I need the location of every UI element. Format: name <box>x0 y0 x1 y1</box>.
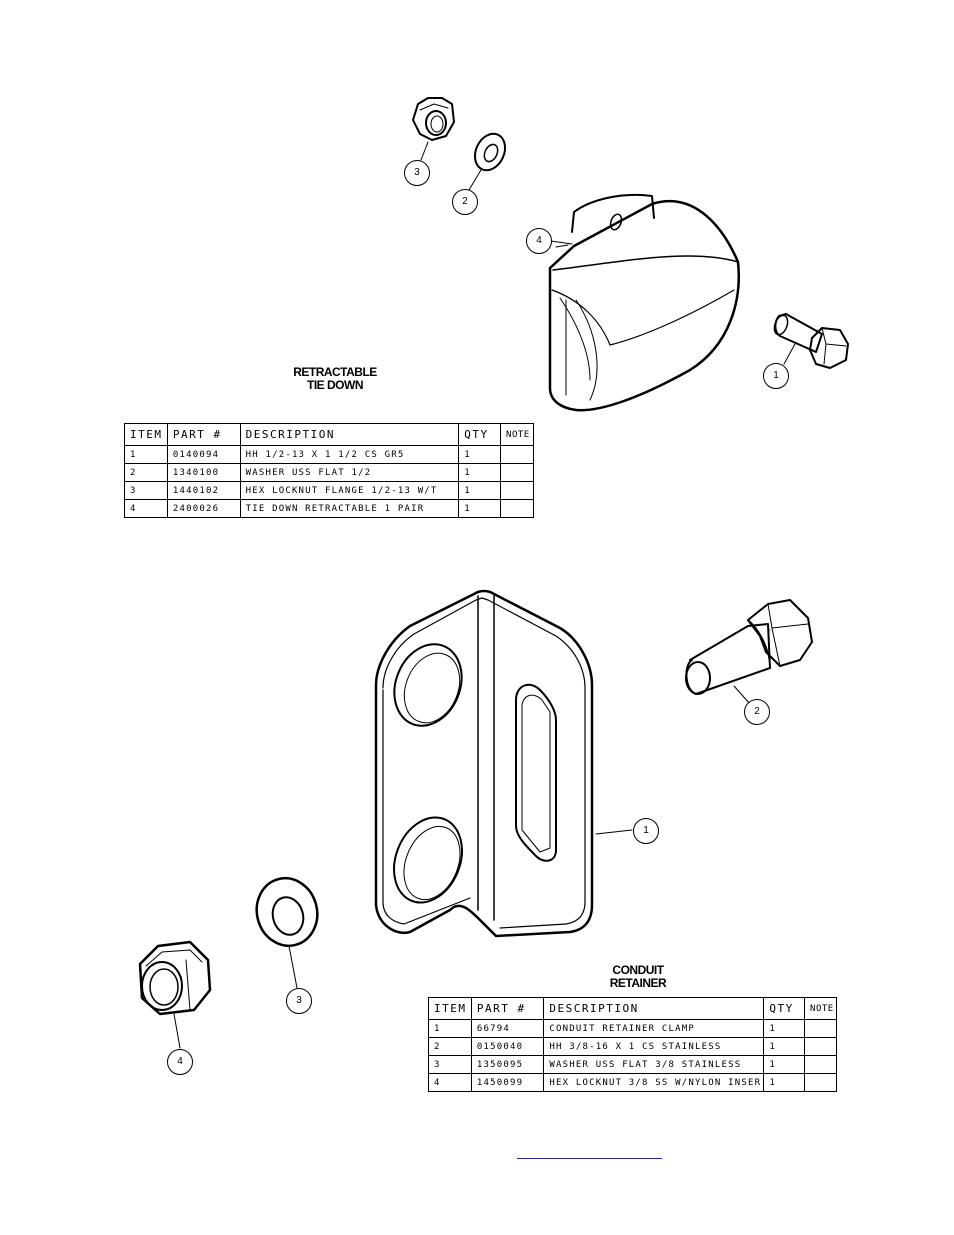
col-description: DESCRIPTION <box>543 997 765 1020</box>
hyperlink-underline[interactable] <box>517 1158 662 1159</box>
balloon-upper-4: 4 <box>526 228 552 254</box>
cell-description: HEX LOCKNUT FLANGE 1/2-13 W/T <box>239 481 460 500</box>
cell-part: 66794 <box>470 1019 545 1038</box>
balloon-lower-2: 2 <box>744 699 770 725</box>
cell-note <box>804 1037 837 1056</box>
col-item: ITEM <box>124 423 168 446</box>
table-row: 4 1450099 HEX LOCKNUT 3/8 SS W/NYLON INS… <box>428 1073 837 1092</box>
col-part: PART # <box>470 997 545 1020</box>
hex-bolt-drawing <box>773 313 849 369</box>
cell-note <box>500 481 534 500</box>
cell-item: 3 <box>428 1055 472 1074</box>
conduit-title-line1: CONDUIT <box>612 963 664 977</box>
col-note: NOTE <box>500 423 534 446</box>
col-note: NOTE <box>804 997 837 1020</box>
cell-part: 1340100 <box>166 463 241 482</box>
cell-description: HEX LOCKNUT 3/8 SS W/NYLON INSER <box>543 1073 765 1092</box>
cell-description: HH 1/2-13 X 1 1/2 CS GR5 <box>239 445 460 464</box>
col-qty: QTY <box>763 997 806 1020</box>
cell-description: WASHER USS FLAT 3/8 STAINLESS <box>543 1055 765 1074</box>
table-row: 2 0150040 HH 3/8-16 X 1 CS STAINLESS 1 <box>428 1037 837 1056</box>
cell-qty: 1 <box>763 1073 806 1092</box>
table-row: 1 66794 CONDUIT RETAINER CLAMP 1 <box>428 1019 837 1038</box>
retractable-title: RETRACTABLE TIE DOWN <box>270 366 400 392</box>
leader-upper-4 <box>550 240 573 245</box>
nylon-locknut-drawing <box>138 940 212 1049</box>
cell-item: 2 <box>428 1037 472 1056</box>
balloon-lower-4: 4 <box>167 1049 193 1075</box>
cell-qty: 1 <box>458 481 502 500</box>
conduit-title-line2: RETAINER <box>609 976 667 990</box>
cell-qty: 1 <box>763 1037 806 1056</box>
cell-qty: 1 <box>458 499 502 518</box>
cell-part: 1440102 <box>166 481 241 500</box>
cell-description: WASHER USS FLAT 1/2 <box>239 463 460 482</box>
cell-part: 1350095 <box>470 1055 545 1074</box>
retainer-clamp-drawing <box>374 589 633 938</box>
retractable-title-line1: RETRACTABLE <box>293 365 377 379</box>
cell-item: 4 <box>124 499 168 518</box>
balloon-upper-3: 3 <box>404 160 430 186</box>
table-row: 4 2400026 TIE DOWN RETRACTABLE 1 PAIR 1 <box>124 499 534 518</box>
col-qty: QTY <box>458 423 502 446</box>
cell-qty: 1 <box>458 445 502 464</box>
cell-qty: 1 <box>458 463 502 482</box>
balloon-upper-1: 1 <box>763 363 789 389</box>
table-row: 3 1440102 HEX LOCKNUT FLANGE 1/2-13 W/T … <box>124 481 534 500</box>
retractable-title-line2: TIE DOWN <box>307 378 364 392</box>
balloon-lower-1: 1 <box>633 818 659 844</box>
cell-note <box>804 1055 837 1074</box>
cell-part: 2400026 <box>166 499 241 518</box>
cell-part: 0140094 <box>166 445 241 464</box>
tie-down-body-drawing <box>548 193 740 412</box>
cell-description: HH 3/8-16 X 1 CS STAINLESS <box>543 1037 765 1056</box>
cell-description: TIE DOWN RETRACTABLE 1 PAIR <box>239 499 460 518</box>
conduit-title: CONDUIT RETAINER <box>578 964 698 990</box>
cell-item: 4 <box>428 1073 472 1092</box>
col-description: DESCRIPTION <box>239 423 460 446</box>
cell-item: 2 <box>124 463 168 482</box>
cell-part: 1450099 <box>470 1073 545 1092</box>
balloon-lower-3: 3 <box>286 988 312 1014</box>
cell-note <box>804 1019 837 1038</box>
cell-item: 1 <box>428 1019 472 1038</box>
cell-item: 1 <box>124 445 168 464</box>
table-header-row: ITEM PART # DESCRIPTION QTY NOTE <box>428 997 837 1020</box>
cell-item: 3 <box>124 481 168 500</box>
conduit-washer-drawing <box>255 877 319 989</box>
col-item: ITEM <box>428 997 472 1020</box>
cell-note <box>804 1073 837 1092</box>
table-row: 1 0140094 HH 1/2-13 X 1 1/2 CS GR5 1 <box>124 445 534 464</box>
cell-description: CONDUIT RETAINER CLAMP <box>543 1019 765 1038</box>
cell-note <box>500 445 534 464</box>
conduit-parts-table: ITEM PART # DESCRIPTION QTY NOTE 1 66794… <box>428 997 837 1092</box>
washer-drawing <box>468 132 507 191</box>
retractable-parts-table: ITEM PART # DESCRIPTION QTY NOTE 1 01400… <box>124 423 534 518</box>
cell-note <box>500 463 534 482</box>
cell-part: 0150040 <box>470 1037 545 1056</box>
balloon-upper-2: 2 <box>452 189 478 215</box>
cell-qty: 1 <box>763 1055 806 1074</box>
conduit-hex-bolt-drawing <box>685 599 813 705</box>
cell-note <box>500 499 534 518</box>
cell-qty: 1 <box>763 1019 806 1038</box>
table-row: 3 1350095 WASHER USS FLAT 3/8 STAINLESS … <box>428 1055 837 1074</box>
flange-locknut-drawing <box>412 97 455 161</box>
table-header-row: ITEM PART # DESCRIPTION QTY NOTE <box>124 423 534 446</box>
col-part: PART # <box>166 423 241 446</box>
table-row: 2 1340100 WASHER USS FLAT 1/2 1 <box>124 463 534 482</box>
